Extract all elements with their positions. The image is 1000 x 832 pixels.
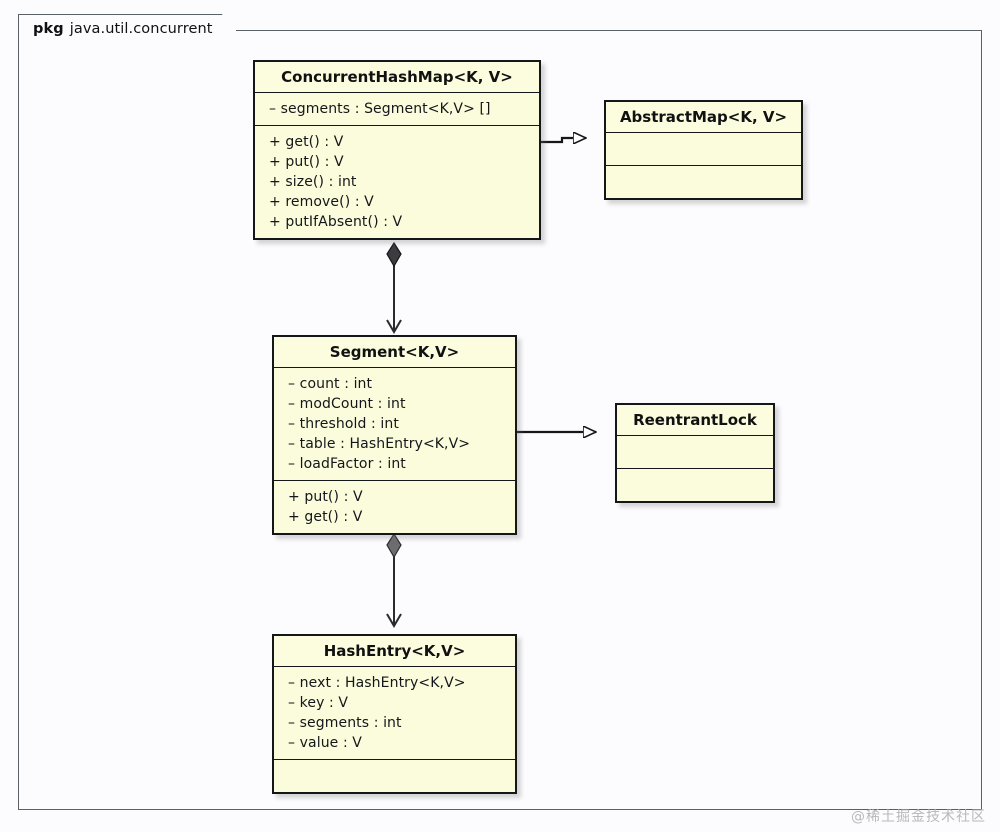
operations-compartment: + get() : V + put() : V + size() : int +…	[255, 126, 539, 238]
attribute-row: – value : V	[288, 735, 362, 751]
attribute-row: – segments : int	[288, 715, 402, 731]
attribute-row: – table : HashEntry<K,V>	[288, 436, 471, 452]
operations-compartment	[617, 469, 773, 501]
operation-row: + put() : V	[269, 154, 344, 170]
package-frame	[18, 30, 982, 810]
attribute-row: – count : int	[288, 376, 373, 392]
operation-row: + put() : V	[288, 489, 363, 505]
attributes-compartment	[606, 133, 801, 166]
attribute-row: – loadFactor : int	[288, 456, 406, 472]
watermark: @稀土掘金技术社区	[851, 809, 986, 825]
class-title: ReentrantLock	[617, 405, 773, 436]
package-keyword: pkg	[33, 20, 64, 37]
attribute-row: – next : HashEntry<K,V>	[288, 675, 466, 691]
class-box-segment[interactable]: Segment<K,V> – count : int – modCount : …	[272, 335, 517, 535]
class-box-reentrantlock[interactable]: ReentrantLock	[615, 403, 775, 503]
class-title: HashEntry<K,V>	[274, 636, 515, 667]
attributes-compartment: – segments : Segment<K,V> []	[255, 93, 539, 126]
operations-compartment	[274, 760, 515, 792]
operation-row: + get() : V	[288, 509, 363, 525]
package-tab-corner	[221, 14, 236, 44]
attribute-row: – threshold : int	[288, 416, 399, 432]
class-title: Segment<K,V>	[274, 337, 515, 368]
operations-compartment: + put() : V + get() : V	[274, 481, 515, 533]
operation-row: + remove() : V	[269, 194, 374, 210]
attribute-row: – segments : Segment<K,V> []	[269, 101, 491, 117]
operation-row: + get() : V	[269, 134, 344, 150]
class-box-hashentry[interactable]: HashEntry<K,V> – next : HashEntry<K,V> –…	[272, 634, 517, 794]
attributes-compartment: – next : HashEntry<K,V> – key : V – segm…	[274, 667, 515, 760]
operations-compartment	[606, 166, 801, 198]
attributes-compartment	[617, 436, 773, 469]
class-title: AbstractMap<K, V>	[606, 102, 801, 133]
attributes-compartment: – count : int – modCount : int – thresho…	[274, 368, 515, 481]
operation-row: + size() : int	[269, 174, 357, 190]
package-name: java.util.concurrent	[69, 20, 213, 37]
class-box-concurrenthashmap[interactable]: ConcurrentHashMap<K, V> – segments : Seg…	[253, 60, 541, 240]
class-box-abstractmap[interactable]: AbstractMap<K, V>	[604, 100, 803, 200]
class-title: ConcurrentHashMap<K, V>	[255, 62, 539, 93]
operation-row: + putIfAbsent() : V	[269, 214, 403, 230]
attribute-row: – key : V	[288, 695, 349, 711]
attribute-row: – modCount : int	[288, 396, 406, 412]
package-tab: pkg java.util.concurrent	[18, 14, 236, 44]
